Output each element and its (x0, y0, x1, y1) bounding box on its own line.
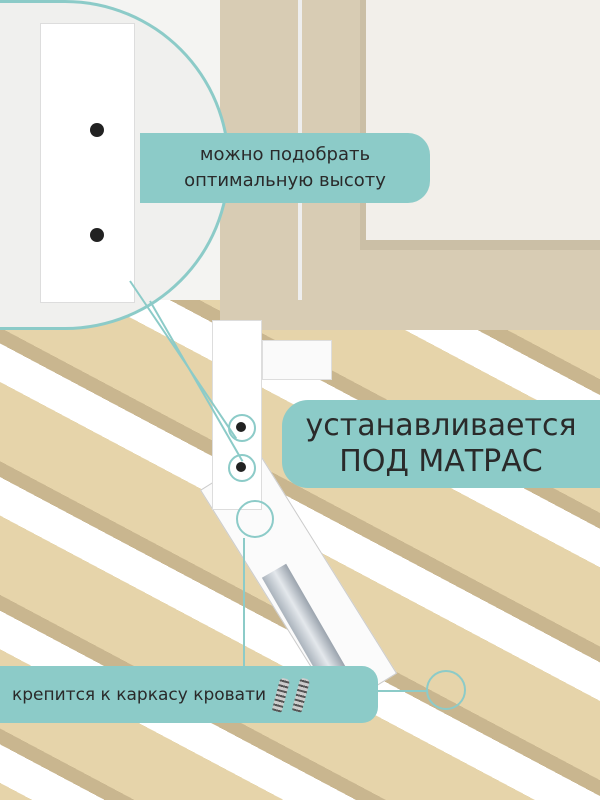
callout-line (243, 538, 245, 668)
callout-frame-mount: крепится к каркасу кровати (0, 666, 378, 723)
callout-text: ПОД МАТРАС (339, 444, 543, 479)
bracket-clamp (262, 340, 332, 380)
callout-line (378, 690, 428, 692)
callout-text: оптимальную высоту (184, 170, 386, 191)
callout-text: можно подобрать (199, 144, 371, 165)
highlight-ring (236, 500, 274, 538)
callout-text: устанавливается (305, 408, 577, 443)
callout-adjustable-height: можно подобрать оптимальную высоту (140, 133, 430, 203)
screw-icon (271, 676, 291, 713)
post-hole (90, 228, 104, 242)
highlight-ring (426, 670, 466, 710)
highlight-ring (228, 414, 256, 442)
post-hole (90, 123, 104, 137)
post-closeup (40, 23, 135, 303)
callout-under-mattress: устанавливается ПОД МАТРАС (282, 400, 600, 488)
highlight-ring (228, 454, 256, 482)
callout-text: крепится к каркасу кровати (12, 684, 267, 705)
screw-icon (291, 676, 311, 713)
mesh-window (360, 0, 600, 250)
